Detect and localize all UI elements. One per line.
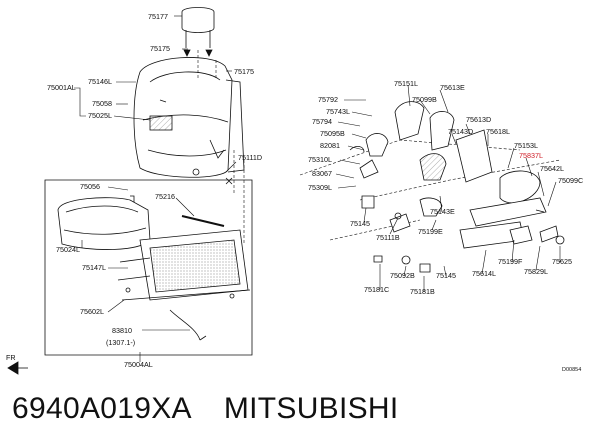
- label-75146L: 75146L: [88, 77, 112, 86]
- label-1307: (1307.1-): [106, 338, 135, 347]
- label-fr: FR: [6, 353, 16, 362]
- label-82081: 82081: [320, 141, 340, 150]
- leader-lines: [74, 15, 561, 362]
- label-75625: 75625: [552, 257, 572, 266]
- label-75004AL: 75004AL: [124, 360, 153, 369]
- front-arrow-icon: [7, 361, 28, 375]
- label-75613E: 75613E: [440, 83, 465, 92]
- label-75642L: 75642L: [540, 164, 564, 173]
- label-75153L: 75153L: [514, 141, 538, 150]
- label-75618L: 75618L: [486, 127, 510, 136]
- drawing-code: D00854: [562, 367, 581, 373]
- label-75181C: 75181C: [364, 285, 389, 294]
- label-75025L: 75025L: [88, 111, 112, 120]
- label-75175-b: 75175: [234, 67, 254, 76]
- label-75145-a: 75145: [350, 219, 370, 228]
- label-75614L: 75614L: [472, 269, 496, 278]
- seat-back: [133, 57, 245, 178]
- label-75099B: 75099B: [412, 95, 437, 104]
- label-75837L-highlighted: 75837L: [519, 151, 543, 160]
- label-75199E: 75199E: [418, 227, 443, 236]
- part-number: 6940A019XA: [12, 392, 192, 425]
- label-75145-b: 75145: [436, 271, 456, 280]
- label-75058: 75058: [92, 99, 112, 108]
- caption: 6940A019XA MITSUBISHI: [12, 392, 399, 426]
- label-75216: 75216: [155, 192, 175, 201]
- label-75001AL: 75001AL: [47, 83, 76, 92]
- label-75613D: 75613D: [466, 115, 491, 124]
- part-labels: 75177 75175 75175 75001AL 75146L 75058 7…: [6, 12, 583, 373]
- guide-lines: [197, 50, 245, 245]
- label-75310L: 75310L: [308, 155, 332, 164]
- seat-frame: [117, 215, 251, 341]
- label-75309L: 75309L: [308, 183, 332, 192]
- label-75181B: 75181B: [410, 287, 435, 296]
- label-75792: 75792: [318, 95, 338, 104]
- label-75092B: 75092B: [390, 271, 415, 280]
- label-75794: 75794: [312, 117, 332, 126]
- label-75111B: 75111B: [376, 233, 400, 242]
- brand-name: MITSUBISHI: [223, 392, 399, 425]
- label-75602L: 75602L: [80, 307, 104, 316]
- seat-cushion-box: [44, 179, 253, 356]
- label-75177: 75177: [148, 12, 168, 21]
- label-75743L: 75743L: [326, 107, 350, 116]
- label-83810: 83810: [112, 326, 132, 335]
- label-75143D: 75143D: [448, 127, 473, 136]
- label-75829L: 75829L: [524, 267, 548, 276]
- label-75024L: 75024L: [56, 245, 80, 254]
- small-fasteners-left: [130, 99, 233, 202]
- label-75095B: 75095B: [320, 129, 345, 138]
- label-75147L: 75147L: [82, 263, 106, 272]
- label-75175-a: 75175: [150, 44, 170, 53]
- label-75151L: 75151L: [394, 79, 418, 88]
- headrest: [181, 7, 215, 57]
- label-75111D: 75111D: [238, 153, 262, 162]
- label-75056: 75056: [80, 182, 100, 191]
- label-83067: 83067: [312, 169, 332, 178]
- label-75199F: 75199F: [498, 257, 523, 266]
- label-75143E: 75143E: [430, 207, 455, 216]
- recliner-cover: [349, 101, 565, 273]
- label-75099C: 75099C: [558, 176, 583, 185]
